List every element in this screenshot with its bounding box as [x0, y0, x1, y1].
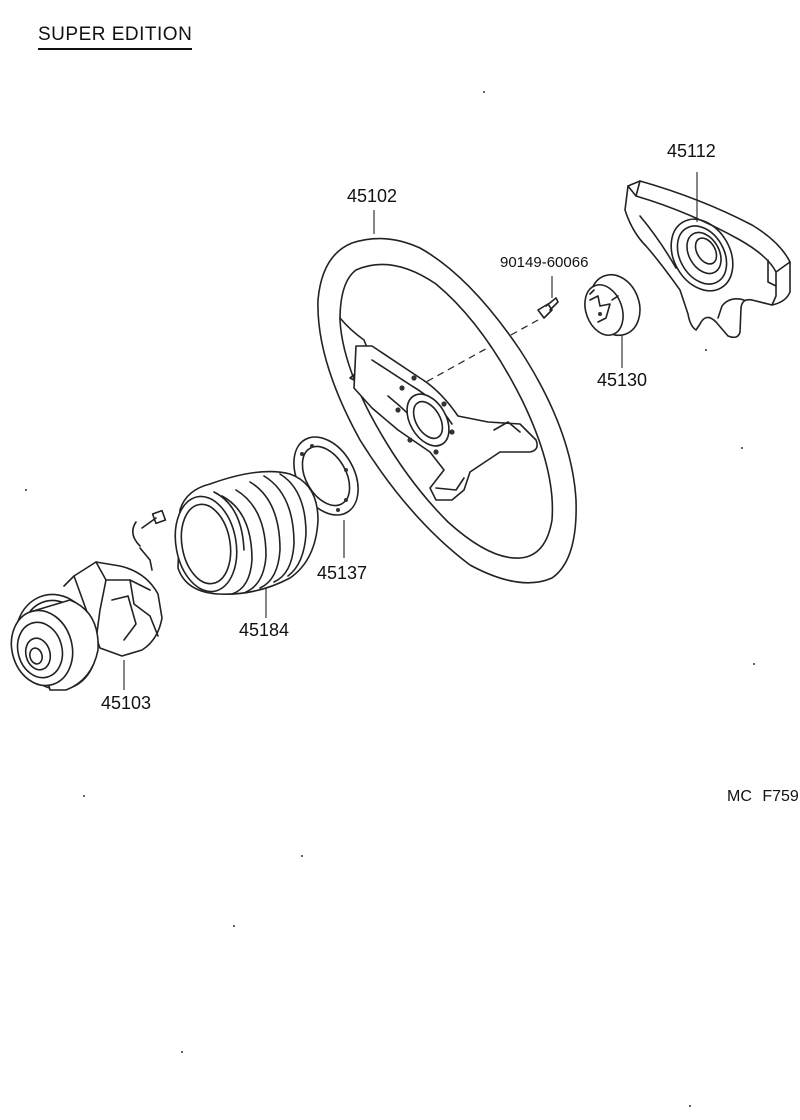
label-wheel: 45102	[347, 186, 398, 206]
boot-drawing	[174, 470, 319, 618]
hub-drawing	[10, 509, 167, 691]
label-cover: 45130	[597, 370, 648, 390]
label-pad: 45112	[667, 141, 716, 161]
reference-code: MC F759	[727, 788, 799, 805]
pad-drawing	[624, 172, 791, 339]
label-plate: 45137	[317, 563, 368, 583]
wheel-drawing	[317, 210, 577, 584]
screw-drawing	[407, 276, 559, 393]
diagram-title: SUPER EDITION	[38, 24, 193, 50]
cover-drawing	[584, 273, 641, 368]
label-boot: 45184	[239, 620, 290, 640]
label-hub: 45103	[101, 693, 152, 713]
label-screw: 90149-60066	[500, 254, 589, 271]
